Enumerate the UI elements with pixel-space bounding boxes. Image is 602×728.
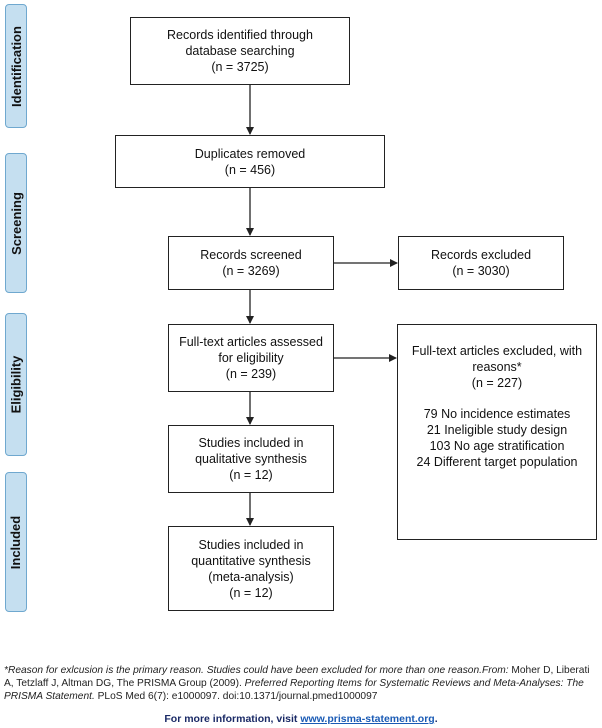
box-records-screened: Records screened (n = 3269) — [168, 236, 334, 290]
box-records-identified: Records identified through database sear… — [130, 17, 350, 85]
box-qualitative-synthesis: Studies included in qualitative synthesi… — [168, 425, 334, 493]
box-fulltext-assessed: Full-text articles assessed for eligibil… — [168, 324, 334, 392]
stage-included: Included — [5, 472, 27, 612]
box-fulltext-excluded: Full-text articles excluded, with reason… — [397, 324, 597, 540]
stage-screening: Screening — [5, 153, 27, 293]
footnote-from-label: From: — [481, 665, 509, 676]
footnote-authors: Moher D, Liberati A, Tetzlaff J, Altman … — [4, 665, 590, 689]
exclusion-reason: 103 No age stratification — [429, 439, 565, 453]
exclusion-reason: 79 No incidence estimates — [423, 407, 571, 421]
more-info: For more information, visit www.prisma-s… — [164, 713, 438, 725]
stage-identification: Identification — [5, 4, 27, 128]
footnote-title: Preferred Reporting Items for Systematic… — [4, 678, 584, 702]
footnote-reason: *Reason for exlcusion is the primary rea… — [4, 665, 482, 676]
footnote-citation: PLoS Med 6(7): e1000097. doi:10.1371/jou… — [94, 691, 378, 702]
footnote: *Reason for exlcusion is the primary rea… — [4, 664, 598, 703]
exclusion-reason: 24 Different target population — [416, 455, 578, 469]
box-records-excluded: Records excluded (n = 3030) — [398, 236, 564, 290]
stage-eligibility: Eligibility — [5, 313, 27, 456]
box-duplicates-removed: Duplicates removed (n = 456) — [115, 135, 385, 188]
exclusion-reason: 21 Ineligible study design — [426, 423, 568, 437]
box-quantitative-synthesis: Studies included in quantitative synthes… — [168, 526, 334, 611]
prisma-website-link[interactable]: www.prisma-statement.org — [300, 713, 435, 725]
